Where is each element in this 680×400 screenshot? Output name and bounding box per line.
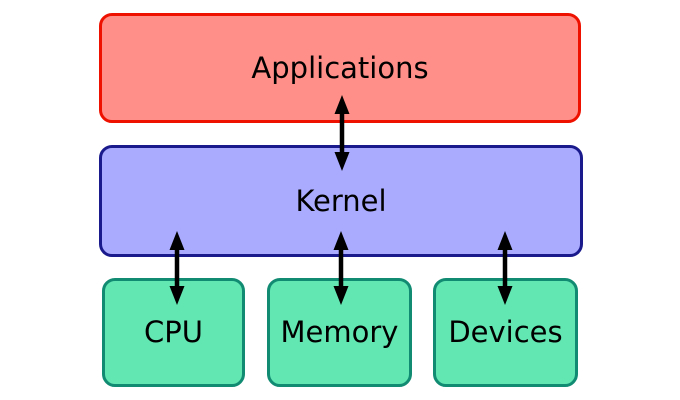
node-memory: Memory (267, 278, 412, 387)
node-cpu: CPU (102, 278, 245, 387)
node-applications-label: Applications (251, 50, 429, 85)
node-kernel: Kernel (99, 145, 583, 257)
node-kernel-label: Kernel (295, 183, 387, 218)
node-devices: Devices (433, 278, 578, 387)
node-memory-label: Memory (280, 315, 399, 349)
node-cpu-label: CPU (144, 315, 203, 349)
node-applications: Applications (99, 13, 581, 123)
node-devices-label: Devices (448, 315, 563, 349)
